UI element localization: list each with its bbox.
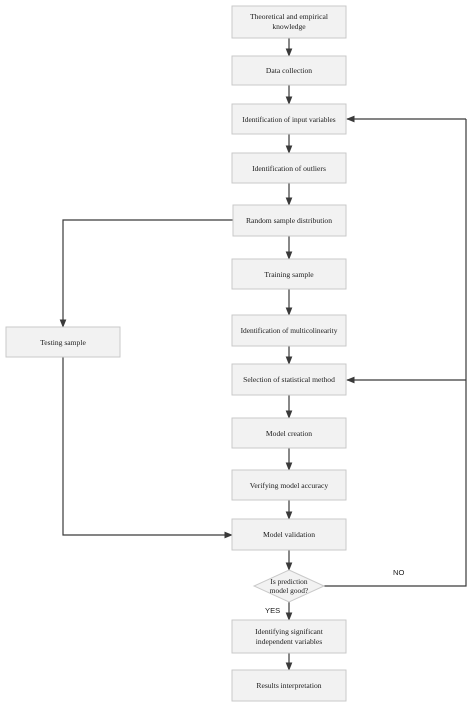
step-theory-label-line2: knowledge — [272, 22, 306, 31]
step-theory: Theoretical and empirical knowledge — [231, 5, 347, 39]
step-testing-sample-label: Testing sample — [40, 338, 86, 347]
step-verify-accuracy: Verifying model accuracy — [231, 469, 347, 501]
step-input-vars-label: Identification of input variables — [242, 115, 336, 124]
step-training: Training sample — [231, 258, 347, 290]
step-model-validation-label: Model validation — [263, 530, 315, 539]
step-outliers: Identification of outliers — [231, 152, 347, 184]
decision-label-line1: Is prediction — [270, 577, 307, 586]
step-theory-label-line1: Theoretical and empirical — [250, 12, 328, 21]
arrow-random-to-testing — [59, 219, 233, 328]
step-multicollinearity: Identification of multicolinearity — [231, 314, 347, 347]
step-multicollinearity-label: Identification of multicolinearity — [241, 326, 338, 335]
branch-no-label: NO — [393, 568, 404, 577]
step-data-collection-label: Data collection — [266, 66, 312, 75]
step-identify-variables-label-line1: Identifying significant — [255, 627, 324, 636]
decision-label-line2: model good? — [270, 586, 308, 595]
step-identify-variables-label-line2: independent variables — [256, 637, 322, 646]
step-results-interpretation-label: Results interpretation — [256, 681, 321, 690]
step-statistical-method: Selection of statistical method — [231, 363, 347, 396]
step-verify-accuracy-label: Verifying model accuracy — [250, 481, 329, 490]
step-model-creation-label: Model creation — [266, 429, 312, 438]
step-input-vars: Identification of input variables — [231, 103, 347, 135]
decision-prediction-good: Is prediction model good? — [252, 569, 326, 603]
connectors — [59, 38, 467, 671]
step-outliers-label: Identification of outliers — [252, 164, 326, 173]
branch-yes-label: YES — [265, 606, 280, 615]
feedback-no-loop — [324, 119, 467, 587]
arrow-testing-to-validation — [62, 357, 233, 539]
step-testing-sample: Testing sample — [5, 326, 121, 358]
step-model-creation: Model creation — [231, 417, 347, 449]
step-random-distribution: Random sample distribution — [232, 204, 347, 237]
step-random-distribution-label: Random sample distribution — [246, 216, 332, 225]
step-statistical-method-label: Selection of statistical method — [243, 375, 335, 384]
step-model-validation: Model validation — [231, 518, 347, 551]
step-results-interpretation: Results interpretation — [231, 669, 347, 702]
step-data-collection: Data collection — [231, 55, 347, 86]
step-training-label: Training sample — [264, 270, 314, 279]
step-identify-variables: Identifying significant independent vari… — [231, 619, 347, 654]
